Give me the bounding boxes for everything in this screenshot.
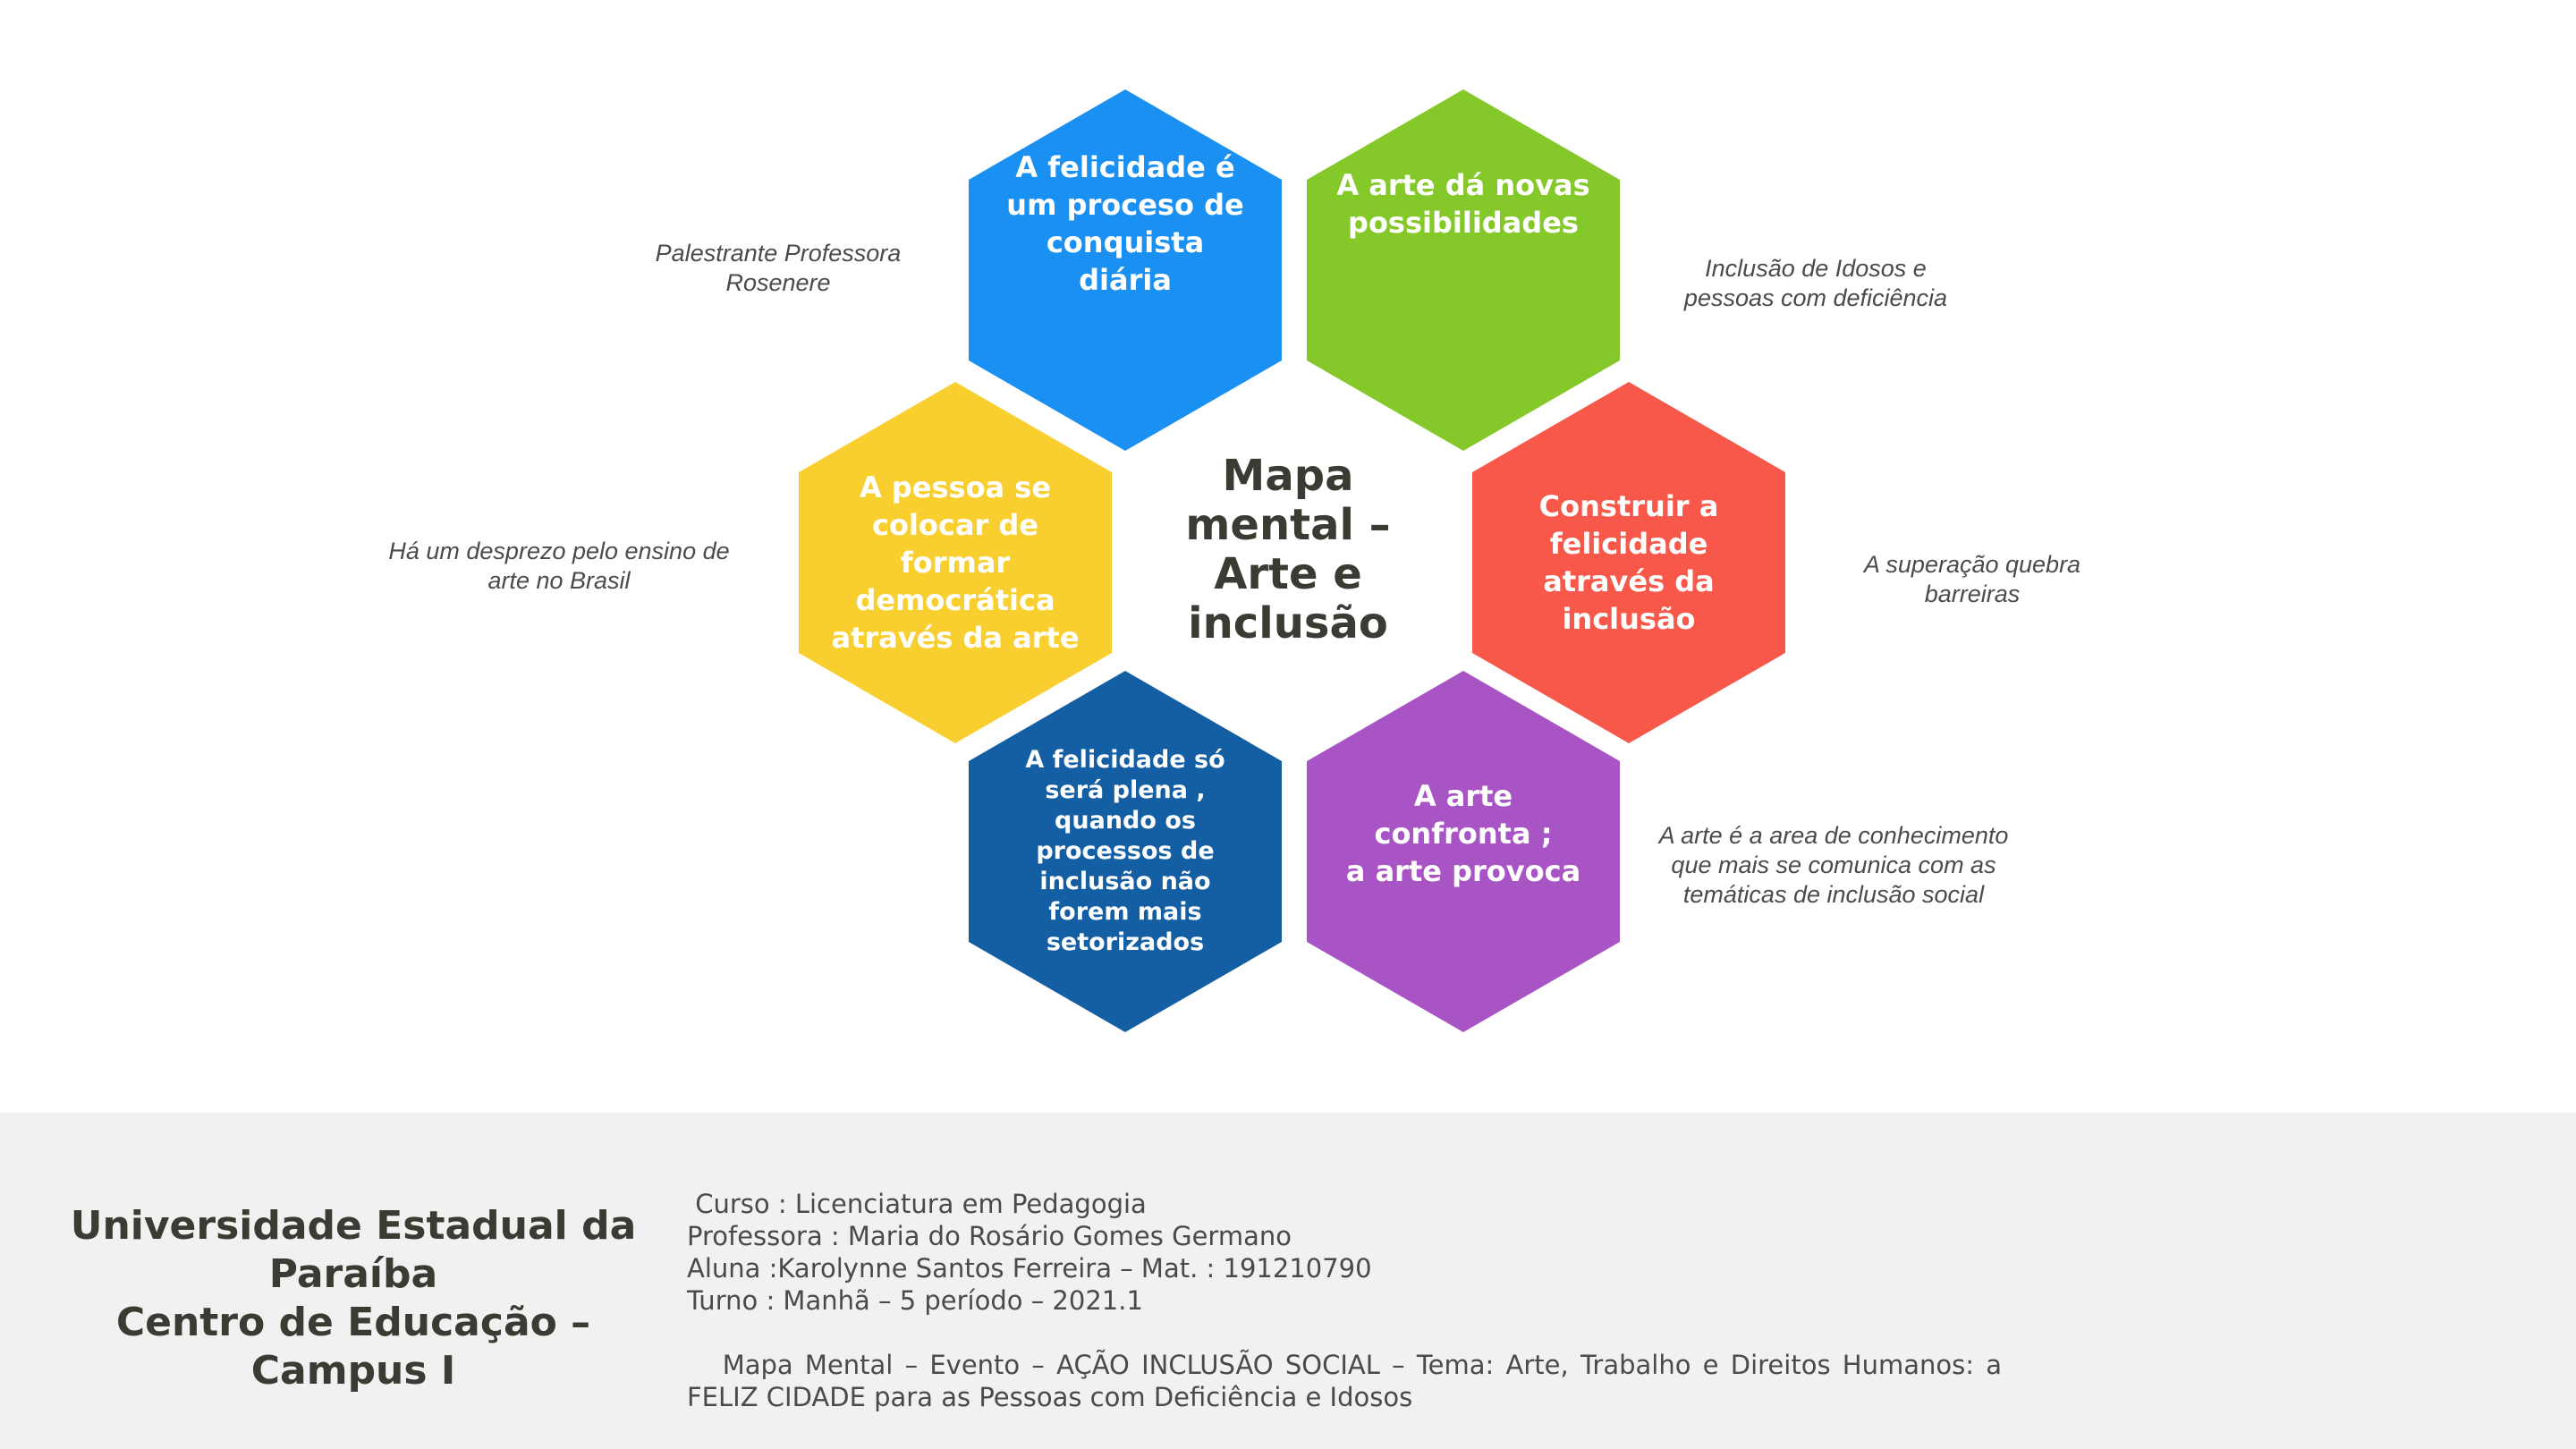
note-area-conhecimento: A arte é a area de conhecimento que mais…	[1658, 822, 2009, 908]
hexagon-label: A felicidade só será plena , quando os p…	[1025, 746, 1225, 956]
hexagon-label: Construir a felicidade através da inclus…	[1538, 489, 1719, 636]
course-info: Curso : Licenciatura em Pedagogia Profes…	[687, 1188, 2029, 1317]
hexagon-arte-possibilidades: A arte dá novas possibilidades	[1307, 89, 1620, 451]
student-line: Aluna :Karolynne Santos Ferreira – Mat. …	[687, 1253, 1372, 1284]
note-inclusao-idosos: Inclusão de Idosos e pessoas com deficiê…	[1683, 255, 1948, 311]
hexagon-felicidade-plena: A felicidade só será plena , quando os p…	[969, 671, 1282, 1032]
note-superacao: A superação quebra barreiras	[1863, 551, 2081, 607]
hexagon-construir-felicidade: Construir a felicidade através da inclus…	[1472, 382, 1785, 743]
hexagon-label: A felicidade é um proceso de conquista d…	[1006, 149, 1244, 297]
professor-line: Professora : Maria do Rosário Gomes Germ…	[687, 1221, 1292, 1251]
mind-map-title: Mapa mental – Arte e inclusão	[1185, 451, 1391, 648]
hexagon-label: A arte dá novas possibilidades	[1336, 168, 1590, 240]
university-name: Universidade Estadual da Paraíba Centro …	[70, 1203, 637, 1394]
event-theme: Mapa Mental – Evento – AÇÃO INCLUSÃO SOC…	[687, 1350, 2011, 1412]
hexagon-label: A arte confronta ; a arte provoca	[1345, 779, 1581, 888]
hexagon-arte-confronta: A arte confronta ; a arte provoca	[1307, 671, 1620, 1032]
hexagon-label: A pessoa se colocar de formar democrátic…	[831, 470, 1080, 655]
shift-line: Turno : Manhã – 5 período – 2021.1	[687, 1285, 1143, 1316]
footer: Universidade Estadual da Paraíba Centro …	[0, 1113, 2576, 1449]
hexagon-pessoa-democratica: A pessoa se colocar de formar democrátic…	[799, 382, 1112, 743]
note-desprezo-ensino: Há um desprezo pelo ensino de arte no Br…	[388, 538, 730, 594]
hexagon-felicidade-conquista: A felicidade é um proceso de conquista d…	[969, 89, 1282, 451]
note-palestrante: Palestrante Professora Rosenere	[655, 240, 902, 296]
course-line: Curso : Licenciatura em Pedagogia	[687, 1189, 1147, 1219]
